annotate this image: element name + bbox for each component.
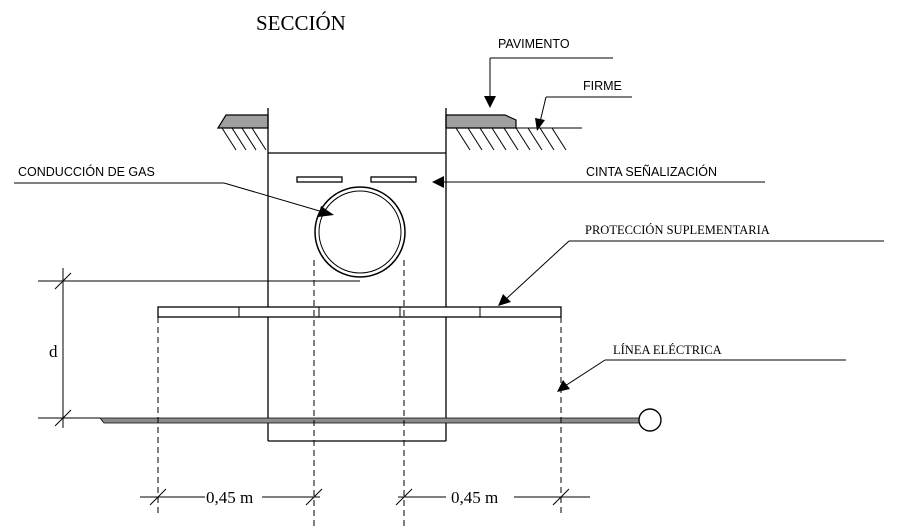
dimension-guides — [157, 260, 562, 529]
cable-end-icon — [638, 408, 662, 432]
label-pavimento: PAVIMENTO — [498, 37, 570, 51]
leader-gas — [14, 182, 324, 213]
electric-cable — [99, 408, 662, 432]
leader-firme — [539, 96, 632, 123]
gas-pipe-inner — [318, 190, 402, 274]
arrow-cinta — [432, 176, 444, 188]
depth-label: d — [49, 342, 58, 361]
width-dimension — [140, 488, 590, 506]
protection-slab — [157, 306, 562, 318]
gas-pipe-outer — [314, 186, 406, 278]
leader-proteccion — [504, 240, 884, 301]
trench — [267, 108, 447, 442]
label-proteccion-suplementaria: PROTECCIÓN SUPLEMENTARIA — [585, 223, 770, 237]
ground-left — [216, 114, 269, 151]
arrow-gas — [318, 206, 334, 217]
label-cinta-senalizacion: CINTA SEÑALIZACIÓN — [586, 164, 717, 179]
hatch-left — [221, 127, 267, 151]
left-offset-label: 0,45 m — [206, 488, 253, 507]
leader-pavimento — [489, 57, 613, 100]
label-conduccion-gas: CONDUCCIÓN DE GAS — [18, 164, 155, 179]
ground-right — [445, 114, 582, 151]
pavement-right — [445, 114, 517, 129]
gas-pipe — [314, 186, 406, 278]
arrow-proteccion — [498, 294, 511, 306]
diagram-title: SECCIÓN — [256, 11, 346, 35]
arrow-firme — [535, 118, 545, 131]
warning-tape — [296, 176, 417, 183]
depth-dimension — [38, 268, 360, 428]
label-firme: FIRME — [583, 79, 622, 93]
leader-linea — [564, 359, 846, 387]
right-offset-label: 0,45 m — [451, 488, 498, 507]
hatch-right — [455, 127, 567, 151]
label-linea-electrica: LÍNEA ELÉCTRICA — [613, 343, 722, 357]
arrow-pavimento — [484, 96, 496, 108]
arrow-linea — [557, 380, 570, 392]
pavement-left — [216, 114, 269, 129]
